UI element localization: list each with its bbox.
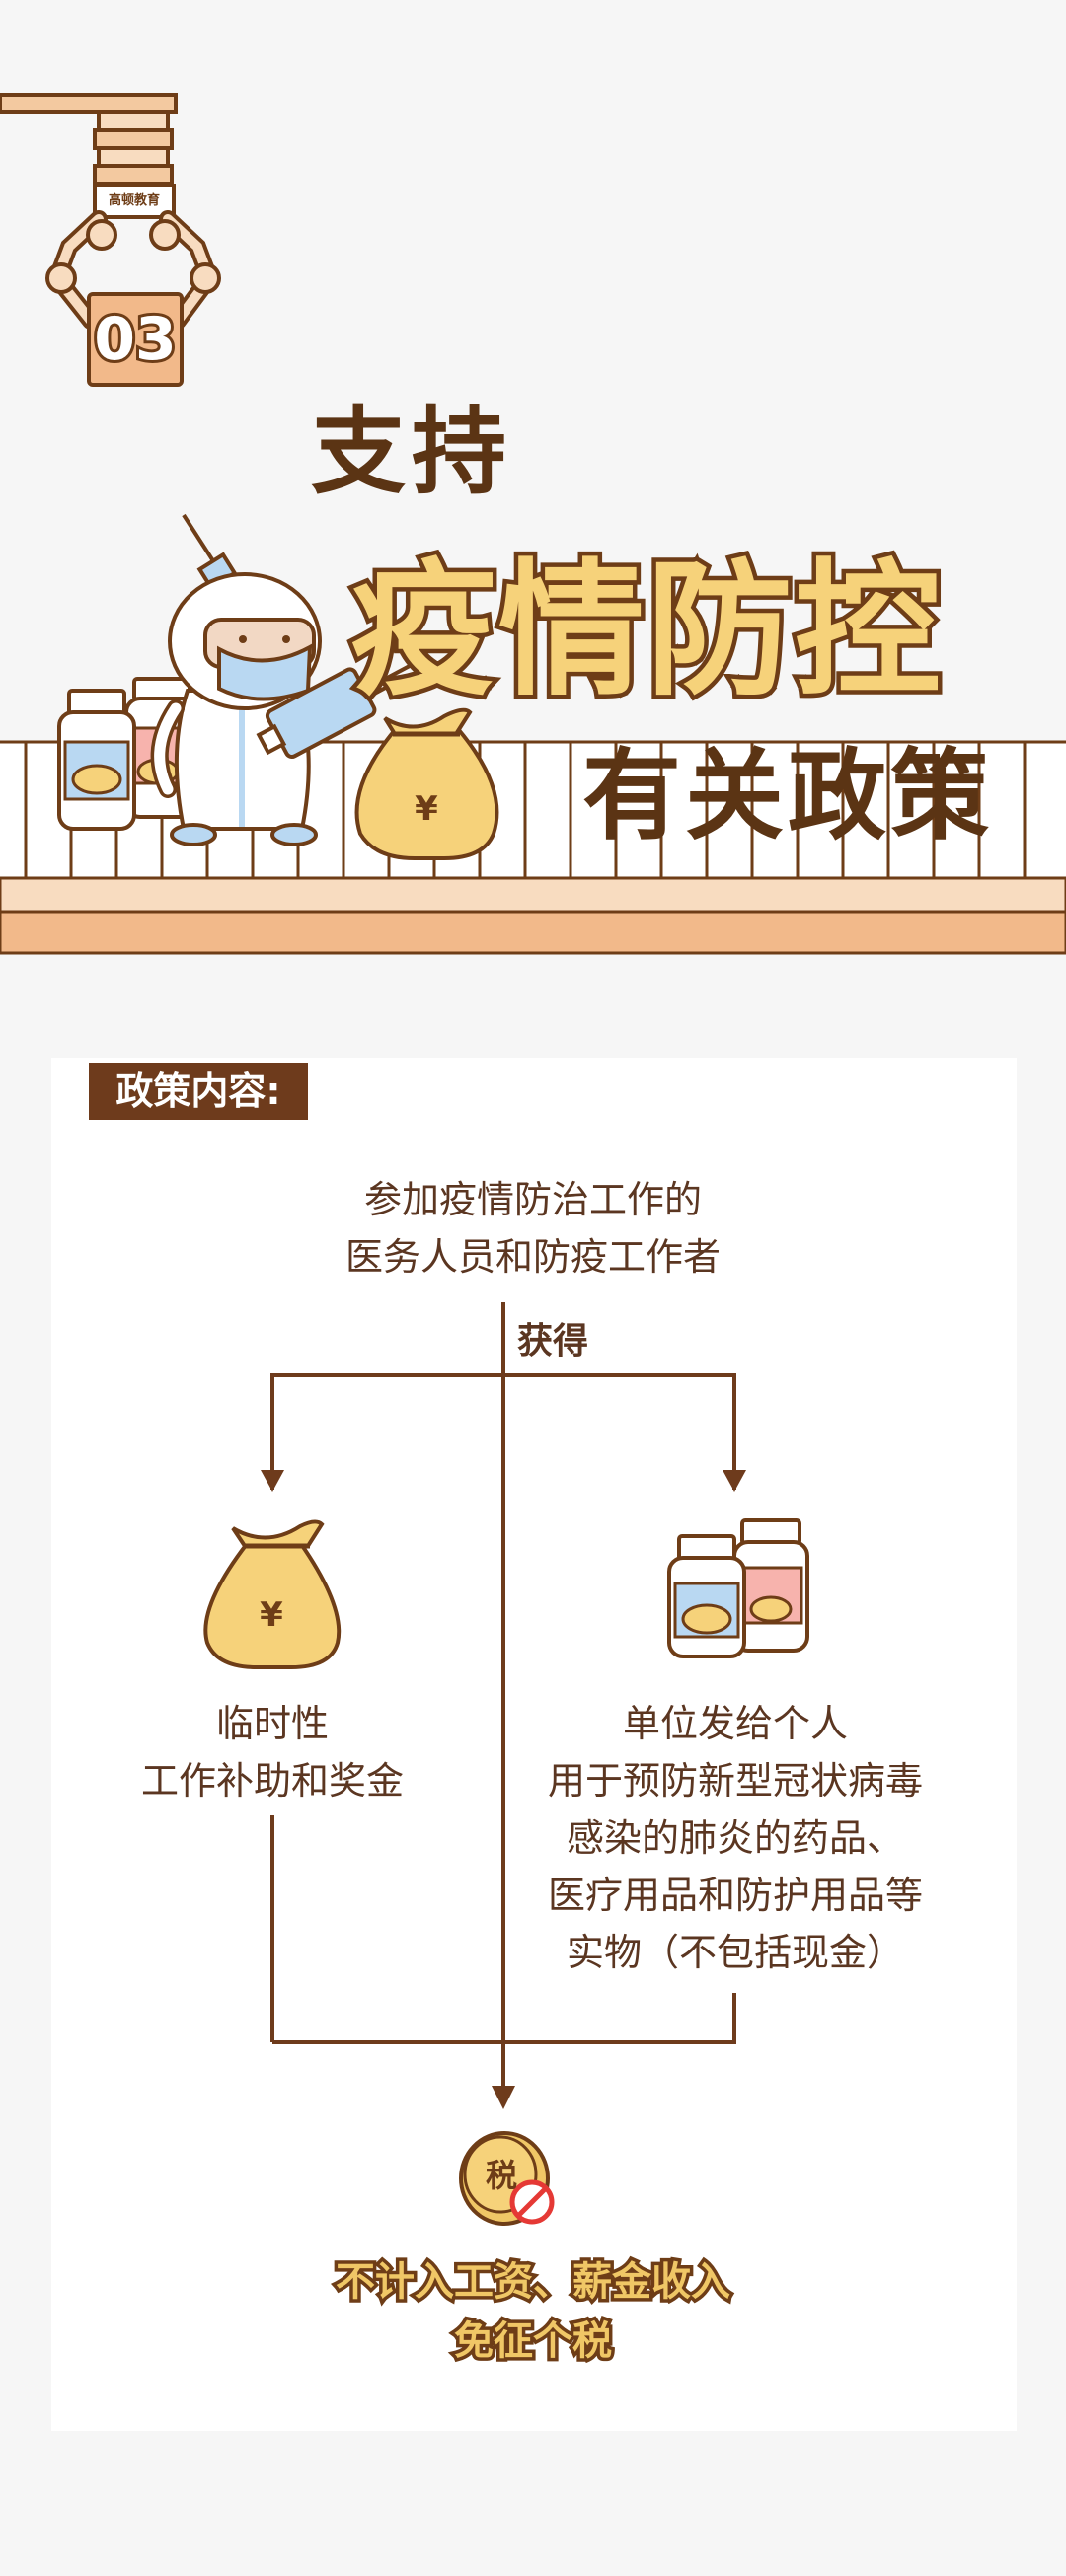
money-bag-icon xyxy=(203,1519,342,1669)
right-line-3: 感染的肺炎的药品、 xyxy=(566,1816,904,1860)
medicine-bottles-icon xyxy=(667,1518,809,1658)
title-line-2: 疫情防控 xyxy=(346,542,946,720)
header-illustration xyxy=(0,93,1066,955)
money-bag-icon xyxy=(354,707,499,860)
right-line-5: 实物（不包括现金） xyxy=(566,1931,904,1974)
right-line-1: 单位发给个人 xyxy=(622,1702,848,1745)
shelf-top xyxy=(0,876,1066,914)
left-money-symbol: ¥ xyxy=(260,1595,283,1635)
down-arrow-icon xyxy=(492,2086,515,2109)
title-line-1: 支持 xyxy=(311,397,512,507)
money-bag-symbol: ¥ xyxy=(415,789,438,829)
obtain-label: 获得 xyxy=(513,1317,592,1365)
section-number: 03 xyxy=(91,302,180,377)
result-line-2: 免征个税 xyxy=(451,2316,616,2368)
crane-arm xyxy=(0,93,178,114)
brand-logo: 高顿教育 xyxy=(108,193,160,208)
subject-line-2: 医务人员和防疫工作者 xyxy=(344,1235,721,1279)
tax-coin-icon xyxy=(459,2131,555,2226)
right-line-2: 用于预防新型冠状病毒 xyxy=(547,1759,923,1803)
left-line-1: 临时性 xyxy=(215,1702,329,1745)
tax-coin-text: 税 xyxy=(485,2157,517,2194)
flow-connectors xyxy=(261,1302,746,2092)
result-line-1: 不计入工资、薪金收入 xyxy=(333,2256,734,2309)
title-line-3: 有关政策 xyxy=(582,738,993,853)
policy-badge: 政策内容: xyxy=(89,1063,308,1120)
subject-line-1: 参加疫情防治工作的 xyxy=(363,1178,702,1221)
brand-plate xyxy=(93,184,176,219)
shelf-front xyxy=(0,910,1066,955)
right-line-4: 医疗用品和防护用品等 xyxy=(547,1874,923,1917)
left-line-2: 工作补助和奖金 xyxy=(140,1759,404,1803)
medical-worker-icon xyxy=(150,513,412,846)
number-box xyxy=(87,292,184,387)
